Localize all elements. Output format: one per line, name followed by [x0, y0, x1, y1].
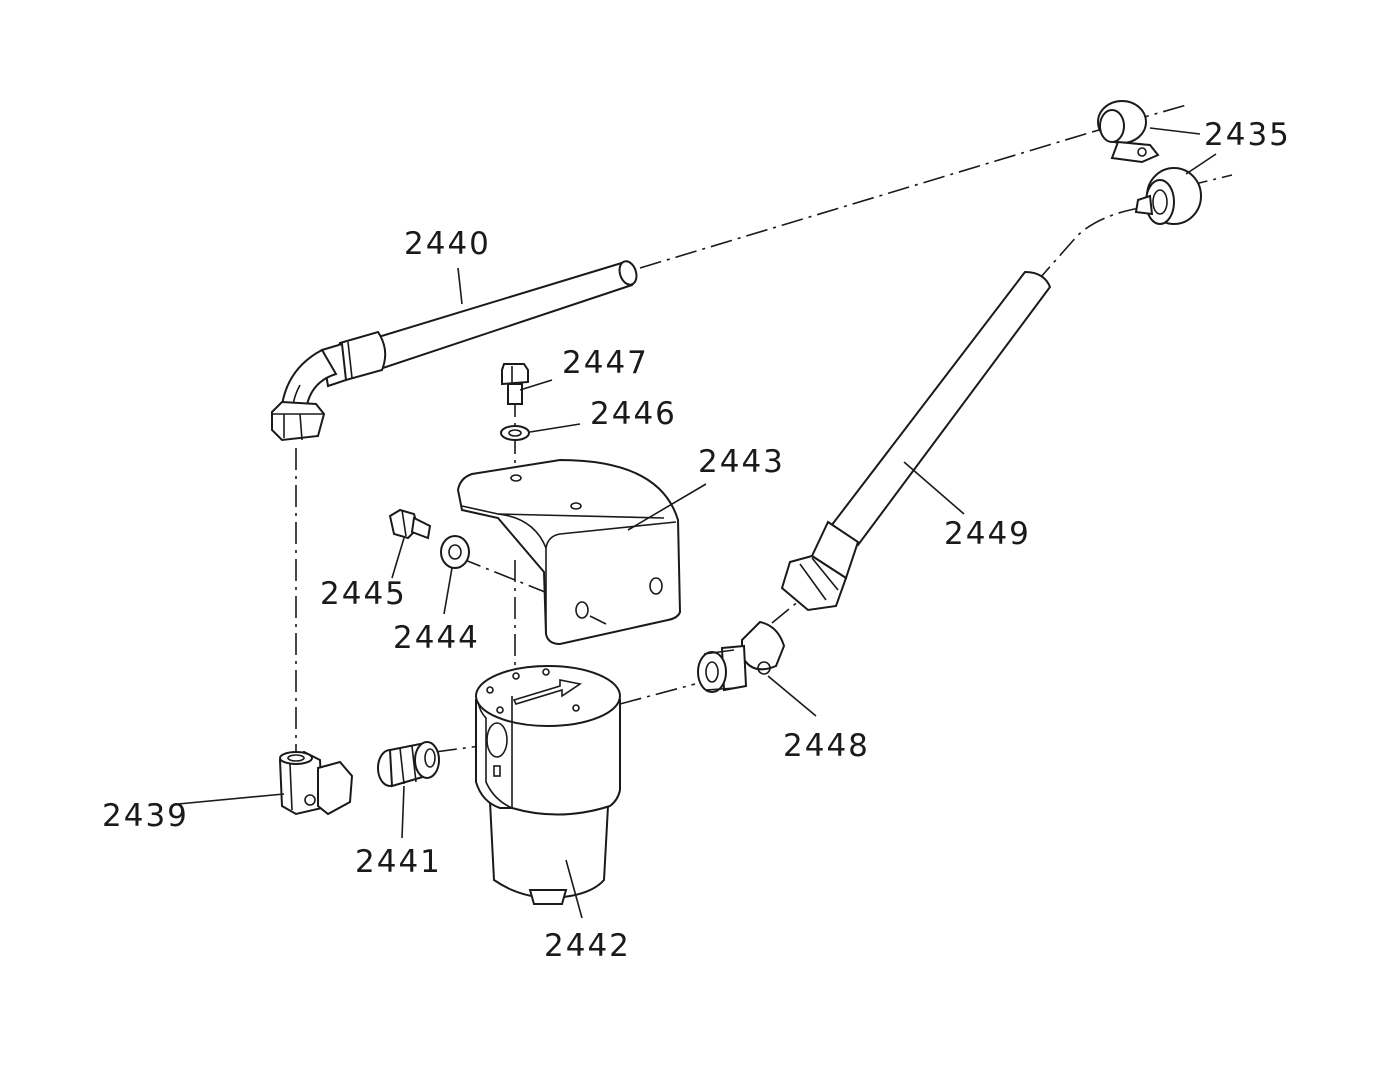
callout-2444: 2444 — [393, 620, 480, 656]
callout-2448: 2448 — [783, 728, 870, 764]
washer-2444 — [440, 535, 470, 569]
callout-2441: 2441 — [355, 844, 442, 880]
filter-housing-2442 — [475, 665, 621, 905]
callout-2446: 2446 — [590, 396, 677, 432]
hose-2440 — [271, 260, 638, 442]
callout-2443: 2443 — [698, 444, 785, 480]
nipple-2441 — [377, 741, 440, 788]
callout-2440: 2440 — [404, 226, 491, 262]
hose-2449 — [780, 270, 1052, 612]
callout-2449: 2449 — [944, 516, 1031, 552]
screw-2445 — [388, 508, 432, 540]
elbow-2439 — [278, 750, 354, 816]
clamp-2435 — [1097, 100, 1202, 225]
fitting-2448 — [697, 620, 786, 693]
callout-2439: 2439 — [102, 798, 189, 834]
leader-lines — [177, 127, 1217, 919]
callout-2447: 2447 — [562, 345, 649, 381]
callout-2435: 2435 — [1204, 117, 1291, 153]
bolt-2447 — [501, 363, 529, 405]
washer-2446 — [500, 425, 530, 441]
callout-2442: 2442 — [544, 928, 631, 964]
callout-labels: 2435 2439 2440 2441 2442 2443 2444 2445 … — [102, 117, 1291, 964]
bracket-2443 — [456, 458, 682, 646]
callout-2445: 2445 — [320, 576, 407, 612]
